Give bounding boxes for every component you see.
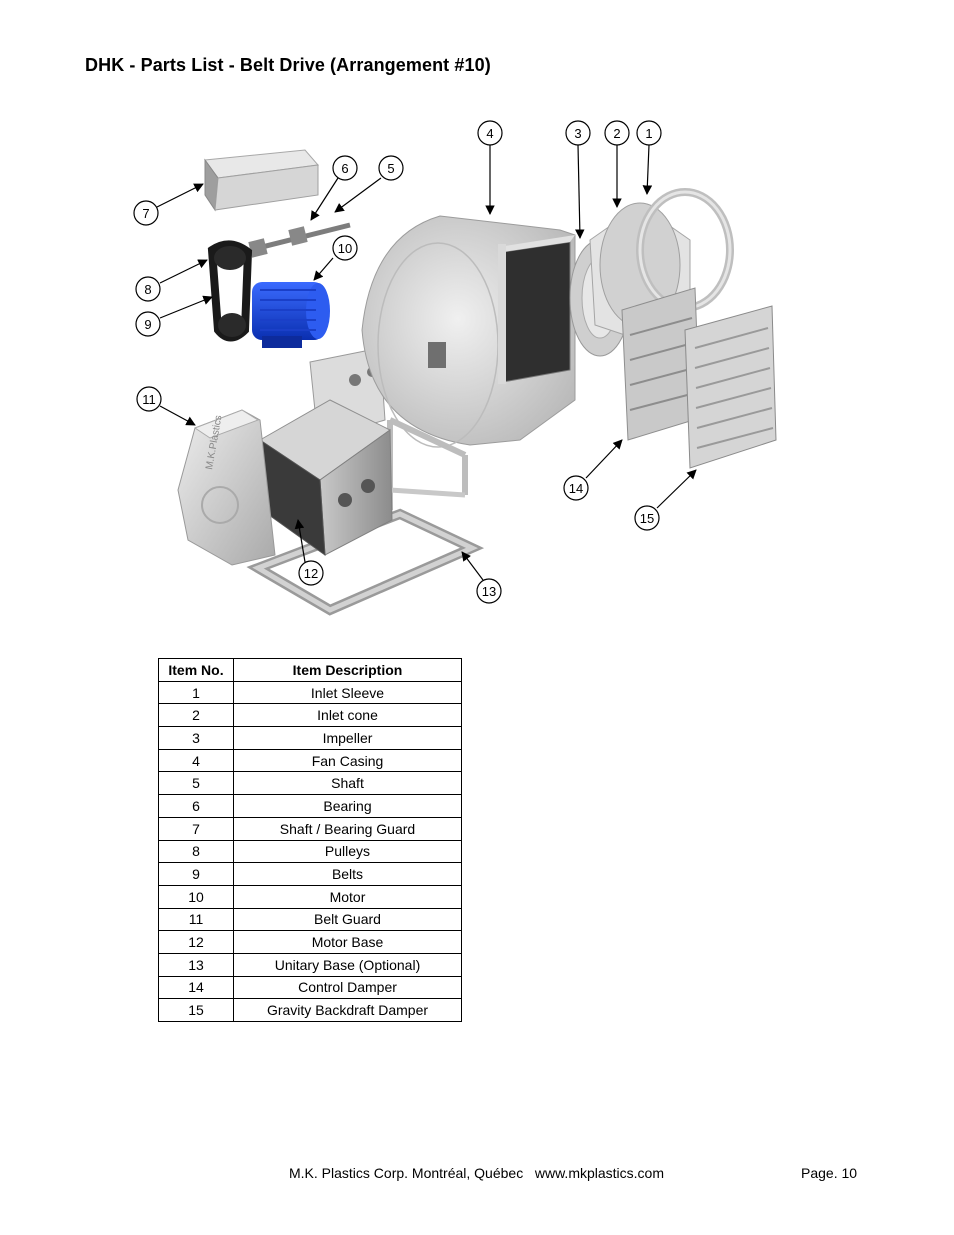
shaft-guard-part <box>204 149 319 212</box>
item-description-cell: Shaft <box>233 771 462 796</box>
item-no-cell: 3 <box>158 726 234 750</box>
item-no-cell: 7 <box>158 816 234 841</box>
motor-part <box>252 282 330 348</box>
callout-6: 6 <box>332 155 358 181</box>
callout-13: 13 <box>476 578 502 604</box>
control-damper-part <box>621 287 701 441</box>
backdraft-damper-part <box>684 305 777 469</box>
svg-text:13: 13 <box>482 584 496 599</box>
exploded-parts-diagram: M.K.Plastics <box>133 120 777 616</box>
svg-text:10: 10 <box>338 241 352 256</box>
callout-15: 15 <box>634 505 660 531</box>
svg-text:7: 7 <box>142 206 149 221</box>
item-description-cell: Inlet Sleeve <box>233 680 462 705</box>
callout-1: 1 <box>636 120 662 146</box>
callout-14: 14 <box>563 475 589 501</box>
svg-text:1: 1 <box>645 126 652 141</box>
svg-text:3: 3 <box>574 126 581 141</box>
item-no-cell: 6 <box>158 794 234 818</box>
svg-text:12: 12 <box>304 566 318 581</box>
table-header-row: Item No. Item Description <box>158 658 462 682</box>
callout-3: 3 <box>565 120 591 146</box>
svg-text:6: 6 <box>341 161 348 176</box>
item-description-cell: Motor Base <box>233 930 462 954</box>
svg-text:15: 15 <box>640 511 654 526</box>
item-description-cell: Belts <box>233 862 462 886</box>
item-no-cell: 10 <box>158 884 234 909</box>
svg-text:9: 9 <box>144 317 151 332</box>
item-description-cell: Control Damper <box>233 975 462 1000</box>
item-no-cell: 15 <box>158 998 234 1022</box>
callout-11: 11 <box>136 386 162 412</box>
svg-text:11: 11 <box>142 392 156 407</box>
svg-text:2: 2 <box>613 126 620 141</box>
item-description-cell: Gravity Backdraft Damper <box>233 998 462 1022</box>
belt-guard-part: M.K.Plastics <box>177 409 276 566</box>
item-no-cell: 13 <box>158 952 234 977</box>
item-no-cell: 11 <box>158 907 234 932</box>
svg-text:5: 5 <box>387 161 394 176</box>
item-description-cell: Motor <box>233 884 462 909</box>
item-description-cell: Fan Casing <box>233 748 462 773</box>
callout-leaders <box>156 144 697 581</box>
item-description-cell: Unitary Base (Optional) <box>233 952 462 977</box>
callout-5: 5 <box>378 155 404 181</box>
item-no-cell: 1 <box>158 680 234 705</box>
item-description-cell: Bearing <box>233 794 462 818</box>
svg-text:8: 8 <box>144 282 151 297</box>
footer-page-number: Page. 10 <box>801 1165 858 1181</box>
footer-company: M.K. Plastics Corp. Montréal, Québec www… <box>289 1165 664 1181</box>
item-description-cell: Impeller <box>233 726 462 750</box>
item-no-cell: 4 <box>158 748 234 773</box>
header-item-description: Item Description <box>233 658 462 682</box>
callout-4: 4 <box>477 120 503 146</box>
item-no-cell: 5 <box>158 771 234 796</box>
item-no-cell: 2 <box>158 703 234 728</box>
item-description-cell: Pulleys <box>233 839 462 864</box>
item-description-cell: Inlet cone <box>233 703 462 728</box>
item-description-cell: Shaft / Bearing Guard <box>233 816 462 841</box>
callout-12: 12 <box>298 560 324 586</box>
item-no-cell: 9 <box>158 862 234 886</box>
header-item-no: Item No. <box>158 658 234 682</box>
belt-pulley-part <box>207 240 253 342</box>
callout-10: 10 <box>332 235 358 261</box>
shaft-bearing-part <box>248 222 351 258</box>
svg-text:14: 14 <box>569 481 583 496</box>
callout-9: 9 <box>135 311 161 337</box>
callout-7: 7 <box>133 200 159 226</box>
callout-2: 2 <box>604 120 630 146</box>
page-title: DHK - Parts List - Belt Drive (Arrangeme… <box>85 55 491 75</box>
item-no-cell: 12 <box>158 930 234 954</box>
motor-base-part <box>259 347 393 557</box>
callout-8: 8 <box>135 276 161 302</box>
item-description-cell: Belt Guard <box>233 907 462 932</box>
fan-casing-part <box>361 215 576 448</box>
item-no-cell: 14 <box>158 975 234 1000</box>
svg-text:4: 4 <box>486 126 493 141</box>
item-no-cell: 8 <box>158 839 234 864</box>
